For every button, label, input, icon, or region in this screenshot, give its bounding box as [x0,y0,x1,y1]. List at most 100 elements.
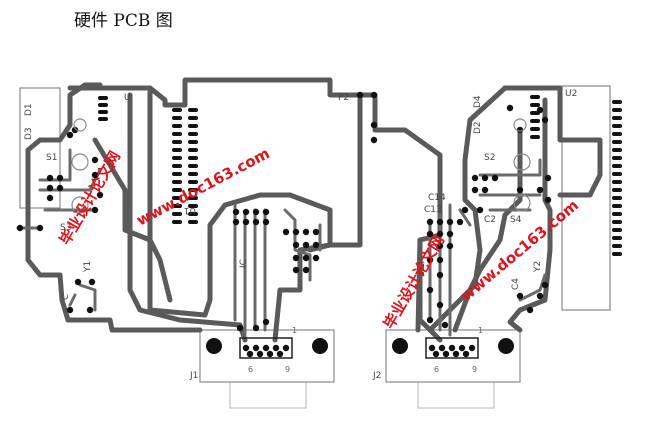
j2-pin-pad [468,344,476,352]
j2-pin-pad [458,344,466,352]
left-via-pad [96,191,104,199]
left-ic-via-pad [242,208,250,216]
u2-left-pad [530,103,540,107]
label-j1-pin1: 1 [292,326,297,335]
right-ic-via-pad [441,321,449,329]
label-c4: C4 [511,278,521,290]
j1-pin-pad [242,344,250,352]
left-ic-via-pad [292,254,300,262]
u-right-ic-pad [188,108,198,112]
left-ic-via-pad [312,254,320,262]
left-ic-via-pad [262,318,270,326]
label-d3: D3 [24,127,34,140]
watermark-left-url: www.doc163.com [133,144,272,229]
label-s1: S1 [46,153,57,163]
left-via-pad [56,184,64,192]
u2-header-pad [612,156,622,160]
right-ic-via-pad [436,301,444,309]
u-left-ic-pad [172,196,182,200]
u-right-ic-pad [188,220,198,224]
label-d2: D2 [473,121,483,134]
right-via-pad [544,174,552,182]
left-via-pad [86,306,94,314]
u-right-ic-pad [188,132,198,136]
left-via-pad [71,126,79,134]
j1-mount-pad-right [312,338,328,354]
right-header-outline [561,85,611,311]
left-via-pad [74,278,82,286]
u-right-ic-pad [188,156,198,160]
label-c14: C14 [428,193,446,203]
left-ic-via-pad [302,266,310,274]
j2-pin-frame [425,337,479,359]
label-j2-pin9: 9 [472,365,477,374]
u-right-ic-pad [188,196,198,200]
u-right-ic-pad [188,212,198,216]
label-j2-pin6: 6 [434,365,439,374]
d1-row-pad [98,96,108,100]
j2-pin-pad [432,350,440,358]
j2-pin-pad [438,344,446,352]
label-j1-pin9: 9 [285,365,290,374]
d1-row-pad [98,110,108,114]
label-u: U [124,93,131,103]
right-via-pad [536,292,544,300]
u-left-ic-pad [172,220,182,224]
label-j1: J1 [189,371,198,381]
u-left-ic-pad [172,132,182,136]
u-right-ic-pad [188,180,198,184]
j1-pin-pad [252,344,260,352]
j2-mount-pad-right [498,338,514,354]
u-left-ic-pad [172,212,182,216]
j1-pin-pad [276,350,284,358]
j1-pin-pad [262,344,270,352]
left-ic-via-pad [262,218,270,226]
j2-pin-pad [462,350,470,358]
right-ic-via-pad [426,230,434,238]
s4-switch [513,194,531,212]
u2-header-pad [612,252,622,256]
watermark-right-cn: 毕业设计论文网 [380,232,448,332]
label-s3: S3 [60,223,71,233]
label-y1: Y1 [83,261,93,273]
right-ic-via-pad [446,218,454,226]
right-via-pad [541,116,549,124]
right-via-pad [541,281,549,289]
u2-header-pad [612,140,622,144]
right-via-pad [536,106,544,114]
u-right-ic-pad [188,140,198,144]
left-via-pad [91,171,99,179]
label-c2: C2 [484,215,496,225]
left-ic-via-pad [292,228,300,236]
u2-header-pad [612,244,622,248]
left-via-pad [46,194,54,202]
u-right-ic-pad [188,172,198,176]
j2-pin-pad [448,344,456,352]
watermark-left-cn: 毕业设计论文网 [56,148,124,248]
u-left-ic-pad [172,140,182,144]
right-via-pad [471,174,479,182]
u2-header-pad [612,220,622,224]
j2-pin-pad [428,344,436,352]
u2-header-pad [612,164,622,168]
j1-pin-pad [282,344,290,352]
right-ic-via-pad [456,218,464,226]
left-via-pad [370,91,378,99]
left-ic-via-pad [292,241,300,249]
right-ic-via-pad [426,316,434,324]
left-ic-via-pad [236,324,244,332]
u2-left-pad [530,135,540,139]
u2-header-pad [612,180,622,184]
label-j1-pin6: 6 [248,365,253,374]
left-ic-via-pad [302,254,310,262]
u-left-ic-pad [172,164,182,168]
s2-switch [513,153,531,171]
d1-row-pad [98,117,108,121]
u2-left-pad [530,119,540,123]
left-via-pad [370,136,378,144]
u-right-ic-pad [188,116,198,120]
u2-header-pad [612,172,622,176]
right-ic-via-pad [436,256,444,264]
right-via-pad [461,206,469,214]
